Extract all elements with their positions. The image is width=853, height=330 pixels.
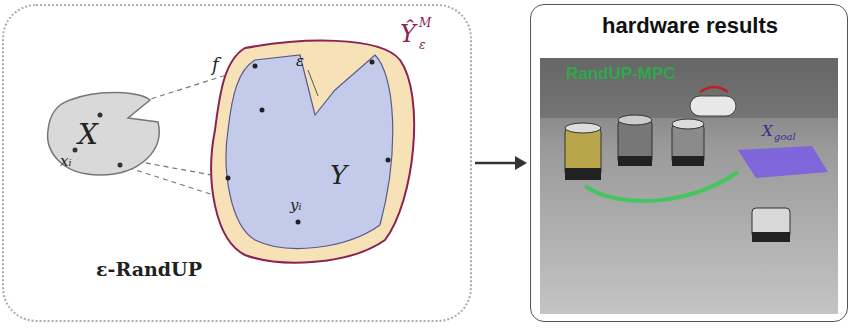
math-label: ε — [296, 52, 304, 70]
input-samples — [73, 113, 123, 168]
input-set — [48, 92, 160, 175]
panel: ε-RandUP — [2, 4, 472, 322]
panel-title: hardware results — [602, 13, 778, 39]
flow-arrow — [475, 156, 527, 170]
math-label: X — [762, 122, 773, 140]
math-label: yᵢ — [290, 196, 302, 214]
math-label: Ŷ — [400, 20, 416, 48]
hardware-photo — [540, 58, 838, 314]
math-label: Y — [330, 160, 347, 190]
math-label: goal — [774, 131, 796, 142]
epsilon-mark — [308, 70, 318, 96]
math-label: X — [78, 118, 98, 151]
math-label: M — [419, 16, 431, 30]
panel: hardware results — [530, 4, 848, 322]
math-label: ε — [419, 38, 425, 52]
math-label: RandUP-MPC — [566, 64, 676, 84]
math-label: xᵢ — [60, 152, 71, 170]
output-samples — [226, 60, 391, 225]
output-set — [226, 55, 393, 248]
padded-hull — [211, 41, 414, 263]
math-label: f — [212, 54, 219, 75]
panel-title: ε-RandUP — [96, 258, 202, 280]
